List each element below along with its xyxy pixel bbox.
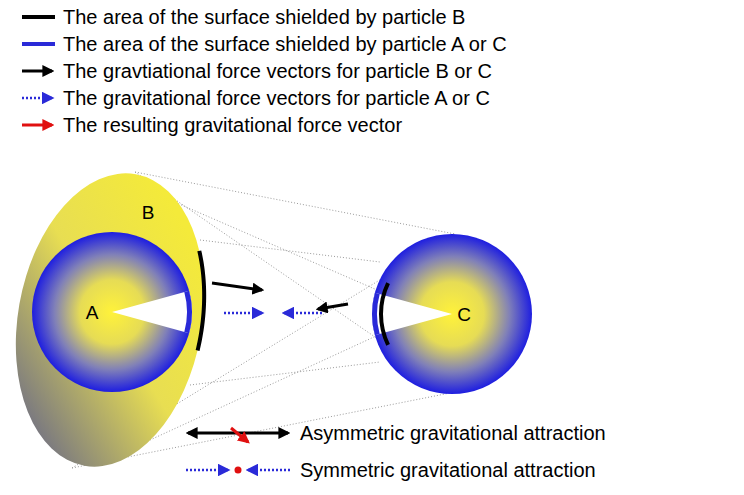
particle: A [30, 230, 194, 394]
shielded-area-ac [372, 293, 380, 336]
particle-ellipse [0, 158, 226, 481]
legend-text: The area of the surface shielded by part… [63, 32, 507, 56]
force-arrow [318, 304, 348, 309]
symmetric-sample [248, 469, 290, 472]
legend-entry: The area of the surface shielded by part… [63, 5, 465, 29]
particle-circle [372, 234, 532, 394]
legend-line-sample [22, 42, 55, 46]
legend-entry: The resulting gravitational force vector [63, 113, 402, 137]
particle-label: B [142, 203, 155, 222]
legend-text: The gravitational force vectors for part… [63, 86, 490, 110]
legend-arrow-sample [22, 97, 52, 100]
illustration-part [190, 362, 380, 385]
force-arrow [212, 283, 262, 290]
shielded-area-ac [184, 291, 192, 334]
legend-text: The area of the surface shielded by part… [63, 5, 465, 29]
legend-text: Asymmetric gravitational attraction [300, 421, 606, 445]
particle: C [370, 232, 534, 396]
legend-entry: The gravtiational force vectors for part… [63, 59, 492, 83]
legend-entry: The area of the surface shielded by part… [63, 32, 507, 56]
resultant-arrow [231, 428, 248, 442]
legend-arrow-sample [22, 124, 52, 127]
particle-circle [32, 232, 192, 392]
particle-shape [370, 232, 534, 396]
illustration-part [200, 240, 380, 262]
resultant-dot [235, 467, 242, 474]
particle-label: A [86, 303, 99, 322]
force-arrow [224, 312, 262, 315]
shielded-area-b [379, 282, 390, 346]
legend-line-sample [22, 15, 55, 19]
legend-text: The resulting gravitational force vector [63, 113, 402, 137]
force-arrow [284, 312, 322, 315]
particle-shape [30, 230, 194, 394]
legend-text: The gravtiational force vectors for part… [63, 59, 492, 83]
legend-text: Symmetric gravitational attraction [300, 458, 596, 482]
legend-entry: The gravitational force vectors for part… [63, 86, 490, 110]
shielding-cone [112, 291, 192, 334]
legend-entry: Symmetric gravitational attraction [300, 458, 596, 482]
legend-entry: Asymmetric gravitational attraction [300, 421, 606, 445]
particle-label: C [457, 305, 471, 324]
symmetric-sample [186, 469, 228, 472]
legend-arrow-sample [22, 70, 52, 73]
